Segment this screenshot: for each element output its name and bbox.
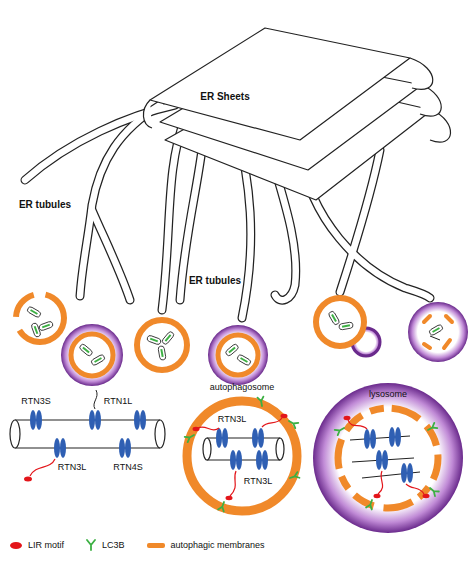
lysosome-drawing — [313, 383, 463, 533]
legend-text: autophagic membranes — [171, 540, 265, 550]
reticulon-tubule — [10, 390, 165, 482]
protein-label: RTN3S — [20, 396, 51, 406]
protein-label: RTN1L — [103, 396, 133, 406]
legend-text: LIR motif — [28, 540, 64, 550]
organelle-label: lysosome — [368, 389, 408, 399]
legend-item: autophagic membranes — [147, 540, 265, 550]
legend-swatch — [10, 542, 22, 549]
protein-label: RTN3L — [217, 414, 247, 424]
protein-label: RTN3L — [243, 476, 273, 486]
tubule-label: ER tubules — [188, 275, 242, 287]
sheet-label: ER Sheets — [199, 91, 250, 103]
tubule-label: ER tubules — [18, 199, 72, 211]
protein-label: RTN4S — [112, 462, 143, 472]
legend: LIR motif LC3B autophagic membranes — [10, 539, 287, 551]
protein-label: RTN3L — [57, 462, 87, 472]
legend-item: LIR motif — [10, 540, 64, 550]
legend-swatch — [147, 543, 165, 548]
legend-item: LC3B — [86, 539, 125, 551]
organelle-label: autophagosome — [209, 382, 276, 392]
lc3b-symbol — [86, 539, 96, 551]
er-derived-vesicles — [16, 294, 468, 386]
legend-text: LC3B — [102, 540, 125, 550]
autophagosome-drawing — [185, 397, 300, 512]
er-sheets — [143, 28, 450, 200]
